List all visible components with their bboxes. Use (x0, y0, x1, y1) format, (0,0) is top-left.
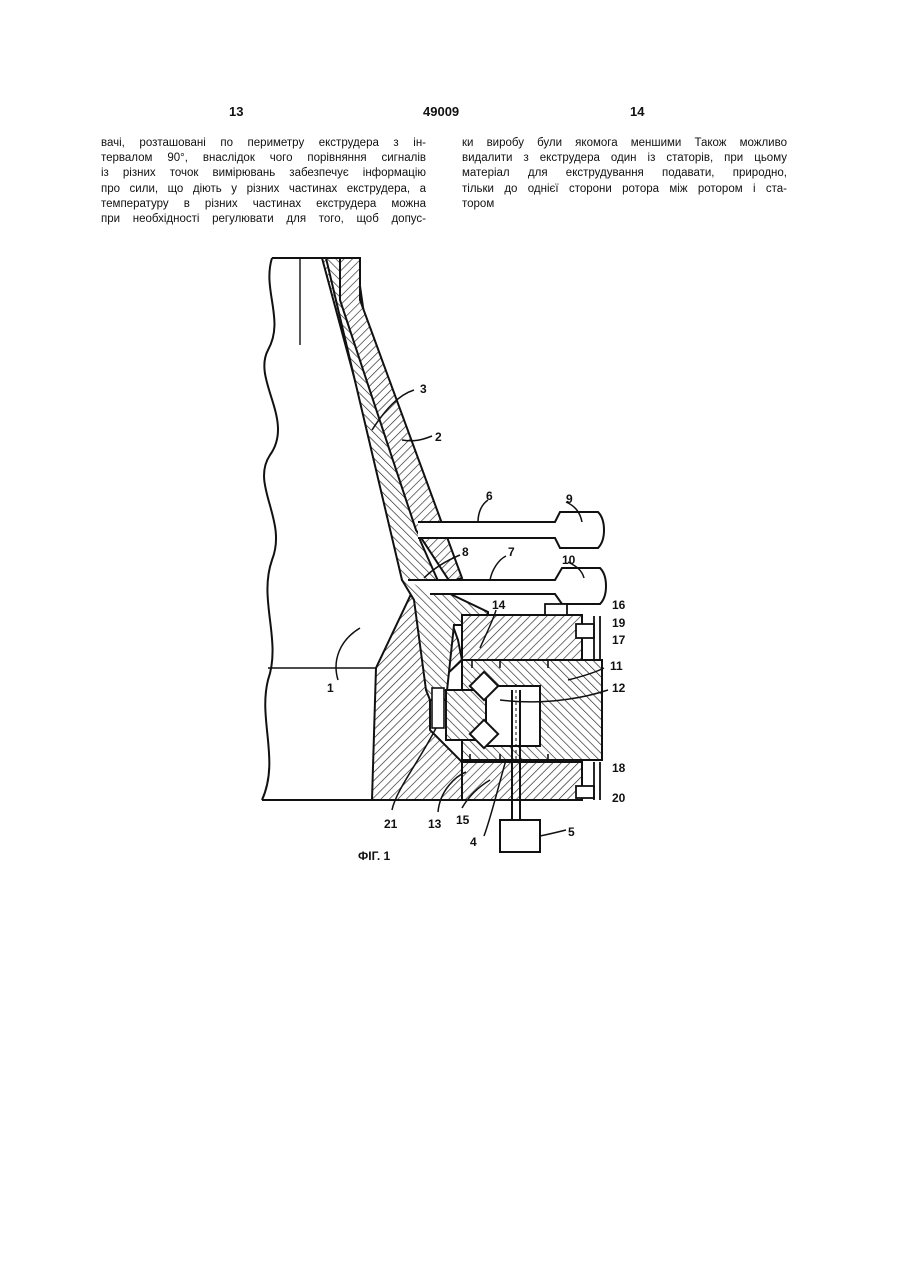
label-14: 14 (492, 598, 506, 612)
lower-flange (462, 762, 582, 800)
label-21: 21 (384, 817, 398, 831)
slot-21 (432, 688, 444, 728)
label-20: 20 (612, 791, 626, 805)
label-3: 3 (420, 382, 427, 396)
label-13: 13 (428, 817, 442, 831)
leader-1 (336, 628, 360, 680)
label-16: 16 (612, 598, 626, 612)
label-19: 19 (612, 616, 626, 630)
motor-5 (500, 820, 540, 852)
figure-caption: ФІГ. 1 (358, 849, 391, 863)
bolt-20 (576, 786, 594, 798)
bolt-19 (576, 624, 594, 638)
label-17: 17 (612, 633, 626, 647)
upper-flange (462, 615, 582, 660)
label-9: 9 (566, 492, 573, 506)
label-10: 10 (562, 553, 576, 567)
label-5: 5 (568, 825, 575, 839)
label-11: 11 (610, 659, 623, 673)
label-2: 2 (435, 430, 442, 444)
bolt-16 (545, 604, 567, 615)
leader-6 (478, 500, 488, 522)
label-12: 12 (612, 681, 626, 695)
housing-break-line (262, 258, 278, 800)
leader-5 (540, 830, 566, 836)
leader-7 (490, 556, 506, 580)
label-8: 8 (462, 545, 469, 559)
label-15: 15 (456, 813, 470, 827)
label-6: 6 (486, 489, 493, 503)
label-1: 1 (327, 681, 334, 695)
label-7: 7 (508, 545, 515, 559)
label-18: 18 (612, 761, 626, 775)
label-4: 4 (470, 835, 477, 849)
